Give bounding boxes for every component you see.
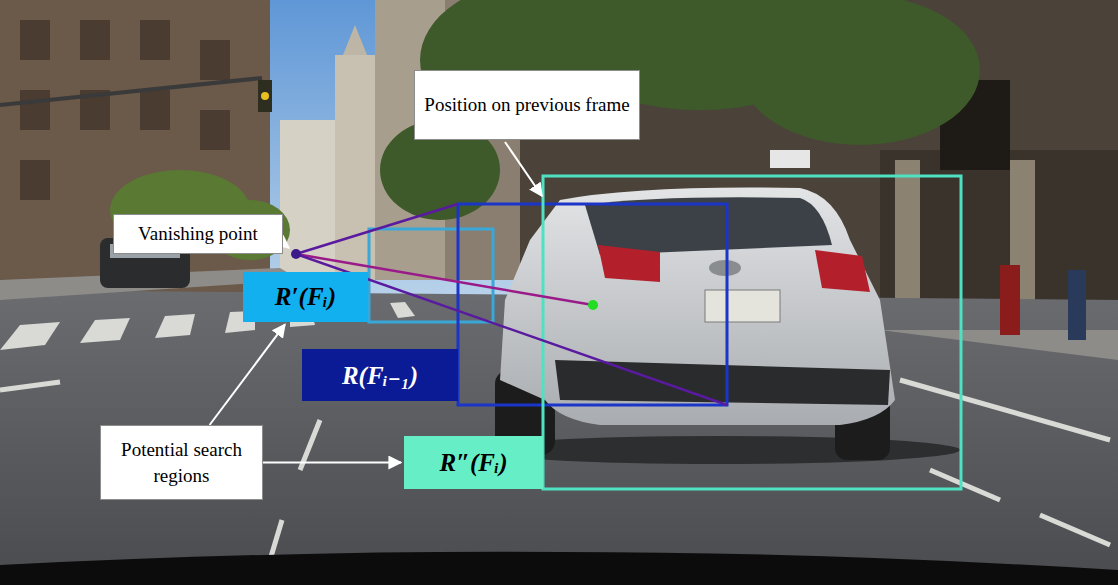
region-tag: R″(Fᵢ): [404, 436, 543, 489]
callout-box: Position on previous frame: [414, 70, 640, 140]
trees: [380, 0, 980, 220]
vanishing-point-dot: [291, 249, 301, 259]
pedestrian: [1068, 270, 1086, 340]
region-label: R″(Fᵢ): [439, 449, 507, 477]
previous-position-box: [458, 204, 727, 405]
pointer-arrow: [210, 324, 285, 425]
traffic-light-lamp: [261, 92, 269, 100]
traffic-light: [258, 80, 272, 112]
callout-box: Potential search regions: [100, 425, 263, 500]
projection-line: [296, 204, 458, 254]
region-label: R(Fᵢ₋₁): [342, 361, 418, 390]
silver-suv: [480, 188, 960, 465]
street-sign: [770, 150, 810, 168]
callout-text: Position on previous frame: [424, 92, 629, 118]
pedestrian: [1000, 265, 1020, 335]
building-top: [343, 25, 367, 55]
callout-box: Vanishing point: [113, 214, 283, 254]
region-tag: R′(Fᵢ): [243, 272, 368, 322]
dashboard: [0, 552, 1118, 585]
center-dot: [588, 300, 598, 310]
search-region-box: [543, 176, 961, 489]
trees-left: [110, 170, 290, 260]
building-left: [0, 0, 270, 310]
leader-arrow: [505, 142, 542, 196]
region-label: R′(Fᵢ): [275, 283, 336, 311]
region-tag: R(Fᵢ₋₁): [302, 349, 458, 401]
callout-text: Vanishing point: [138, 221, 258, 247]
signal-pole: [0, 78, 262, 105]
pointer-arrow: [263, 462, 401, 464]
callout-text: Potential search regions: [109, 437, 254, 488]
search-region-box: [369, 229, 493, 322]
